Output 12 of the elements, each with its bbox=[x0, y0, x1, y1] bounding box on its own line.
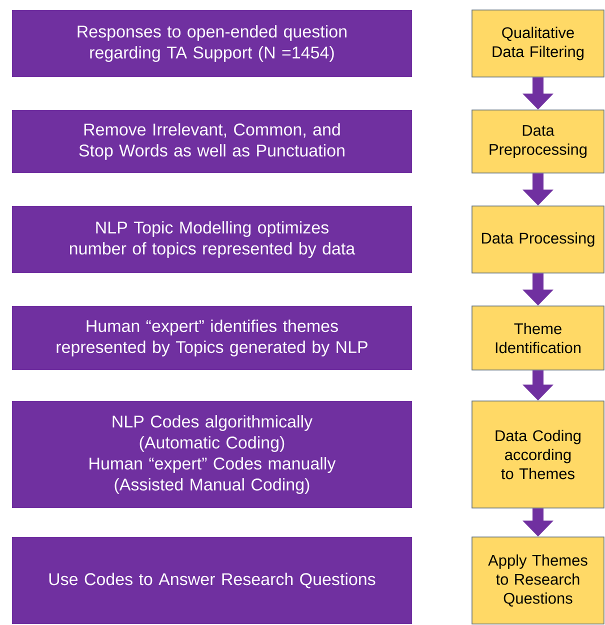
step-box: Human “expert” identifies themes represented by Topics generated by NLP bbox=[12, 306, 412, 370]
step-box: NLP Codes algorithmically (Automatic Coding) Human “expert” Codes manually (Assisted Manual Coding) bbox=[12, 401, 412, 508]
stage-box: Theme Identification bbox=[472, 306, 604, 370]
stage-box: Qualitative Data Filtering bbox=[472, 10, 604, 78]
stage-box: Data Preprocessing bbox=[472, 110, 604, 174]
step-box: Responses to open-ended question regarding TA Support (N =1454) bbox=[12, 10, 412, 77]
stage-box: Apply Themes to Research Questions bbox=[472, 536, 604, 624]
step-box: Use Codes to Answer Research Questions bbox=[12, 537, 412, 624]
stage-box: Data Processing bbox=[472, 206, 604, 274]
step-box: Remove Irrelevant, Common, and Stop Words as well as Punctuation bbox=[12, 110, 412, 173]
stage-box: Data Coding according to Themes bbox=[472, 400, 604, 508]
step-box: NLP Topic Modelling optimizes number of topics represented by data bbox=[12, 206, 412, 273]
